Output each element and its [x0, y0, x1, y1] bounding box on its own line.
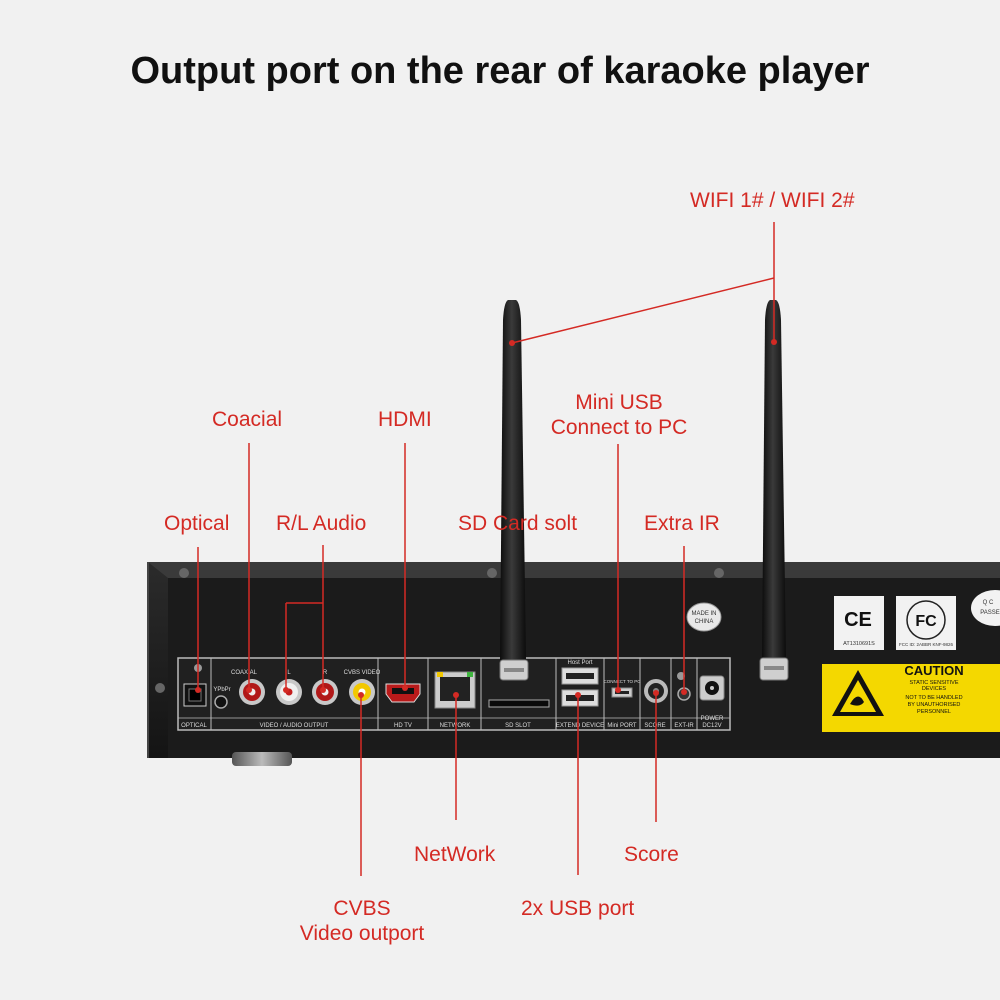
device-foot	[232, 752, 292, 766]
panel-label-mini-port: Mini PORT	[607, 723, 637, 729]
page-title: Output port on the rear of karaoke playe…	[130, 50, 870, 92]
ypbpr-port	[214, 695, 228, 709]
panel-label-cvbs-video: CVBS VIDEO	[344, 670, 381, 676]
panel-label-power: POWER	[701, 716, 724, 722]
callout-coacial: Coacial	[212, 408, 283, 431]
power-jack	[699, 675, 725, 701]
qc-passed-sticker	[971, 590, 1000, 626]
sticker-fcc-id: FCC ID: 2ABBR KNF-9826	[899, 642, 954, 647]
callout-usb: 2x USB port	[521, 897, 635, 920]
audio-left-jack	[276, 679, 302, 705]
callout-mini-usb-line-2: Connect to PC	[550, 416, 688, 439]
caution-line-2: DEVICES	[922, 686, 946, 692]
cvbs-video-jack	[349, 679, 375, 705]
panel-label-coaxial: COAXIAL	[231, 670, 258, 676]
callout-rl-audio: R/L Audio	[276, 512, 367, 535]
sd-card-slot	[488, 699, 550, 708]
sticker-qc: Q C	[983, 600, 994, 606]
fcc-mark-icon: FC	[915, 613, 937, 630]
panel-label-hd-tv: HD TV	[394, 723, 412, 729]
wifi-antenna-1	[499, 300, 529, 681]
panel-label-score: SCORE	[644, 723, 665, 729]
sticker-made-in: MADE IN	[691, 611, 716, 617]
fcc-sticker	[896, 596, 956, 650]
caution-line-5: PERSONNEL	[917, 709, 951, 715]
screw-icon	[487, 568, 497, 578]
screw-icon	[155, 683, 165, 693]
caution-label	[806, 658, 1000, 736]
panel-label-video-audio-output: VIDEO / AUDIO OUTPUT	[260, 723, 329, 729]
ce-mark-icon: CE	[844, 609, 872, 631]
caution-title: CAUTION	[904, 663, 963, 678]
callout-score: Score	[624, 843, 679, 866]
callout-optical: Optical	[164, 512, 230, 535]
mini-usb-port	[611, 687, 633, 698]
usb-host-ports	[561, 667, 599, 707]
panel-label-dc12v: DC12V	[702, 723, 721, 729]
callout-mini-usb-line-1: Mini USB	[575, 391, 663, 414]
panel-label-extend-device: EXTEND DEVICE	[556, 723, 604, 729]
panel-label-optical: OPTICAL	[181, 723, 207, 729]
callout-hdmi: HDMI	[378, 408, 432, 431]
panel-label-ext-ir: EXT-IR	[674, 723, 694, 729]
panel-label-sd-slot: SD SLOT	[505, 723, 531, 729]
sticker-china: CHINA	[695, 619, 714, 625]
caution-line-3: NOT TO BE HANDLED	[905, 695, 962, 701]
panel-label-l: L	[287, 670, 291, 676]
sticker-ce-code: AT1310691S	[843, 641, 875, 647]
wifi-antenna-2	[759, 300, 789, 681]
esd-hand-icon	[850, 696, 864, 706]
callout-sd-card: SD Card solt	[458, 512, 578, 535]
panel-label-ypbpr: YPbPr	[213, 687, 230, 693]
sticker-qc-passed: PASSE	[980, 610, 1000, 616]
callout-extra-ir: Extra IR	[644, 512, 720, 535]
made-in-china-sticker	[686, 602, 722, 632]
panel-label-network: NETWORK	[440, 723, 471, 729]
callout-mini-usb: Mini USB Connect to PC	[548, 390, 690, 440]
screw-icon	[714, 568, 724, 578]
hdmi-port	[385, 683, 421, 703]
ethernet-port	[434, 671, 476, 709]
callout-cvbs-line-1: CVBS	[333, 897, 391, 920]
panel-label-connect-to-pc: CONNECT TO PC	[603, 679, 641, 684]
callout-cvbs: CVBS Video outport	[290, 896, 434, 946]
panel-label-host-port: Host Port	[567, 660, 592, 666]
caution-line-1: STATIC SENSITIVE	[910, 680, 959, 686]
ce-sticker	[834, 596, 884, 650]
screw-icon	[179, 568, 189, 578]
caution-line-4: BY UNAUTHORISED	[908, 702, 961, 708]
callout-network: NetWork	[414, 843, 496, 866]
coaxial-jack	[239, 679, 265, 705]
panel-label-r: R	[323, 670, 328, 676]
callout-lines	[197, 222, 775, 876]
callout-wifi: WIFI 1# / WIFI 2#	[690, 189, 855, 212]
callout-cvbs-line-2: Video outport	[299, 922, 425, 945]
callout-dots	[195, 339, 777, 698]
